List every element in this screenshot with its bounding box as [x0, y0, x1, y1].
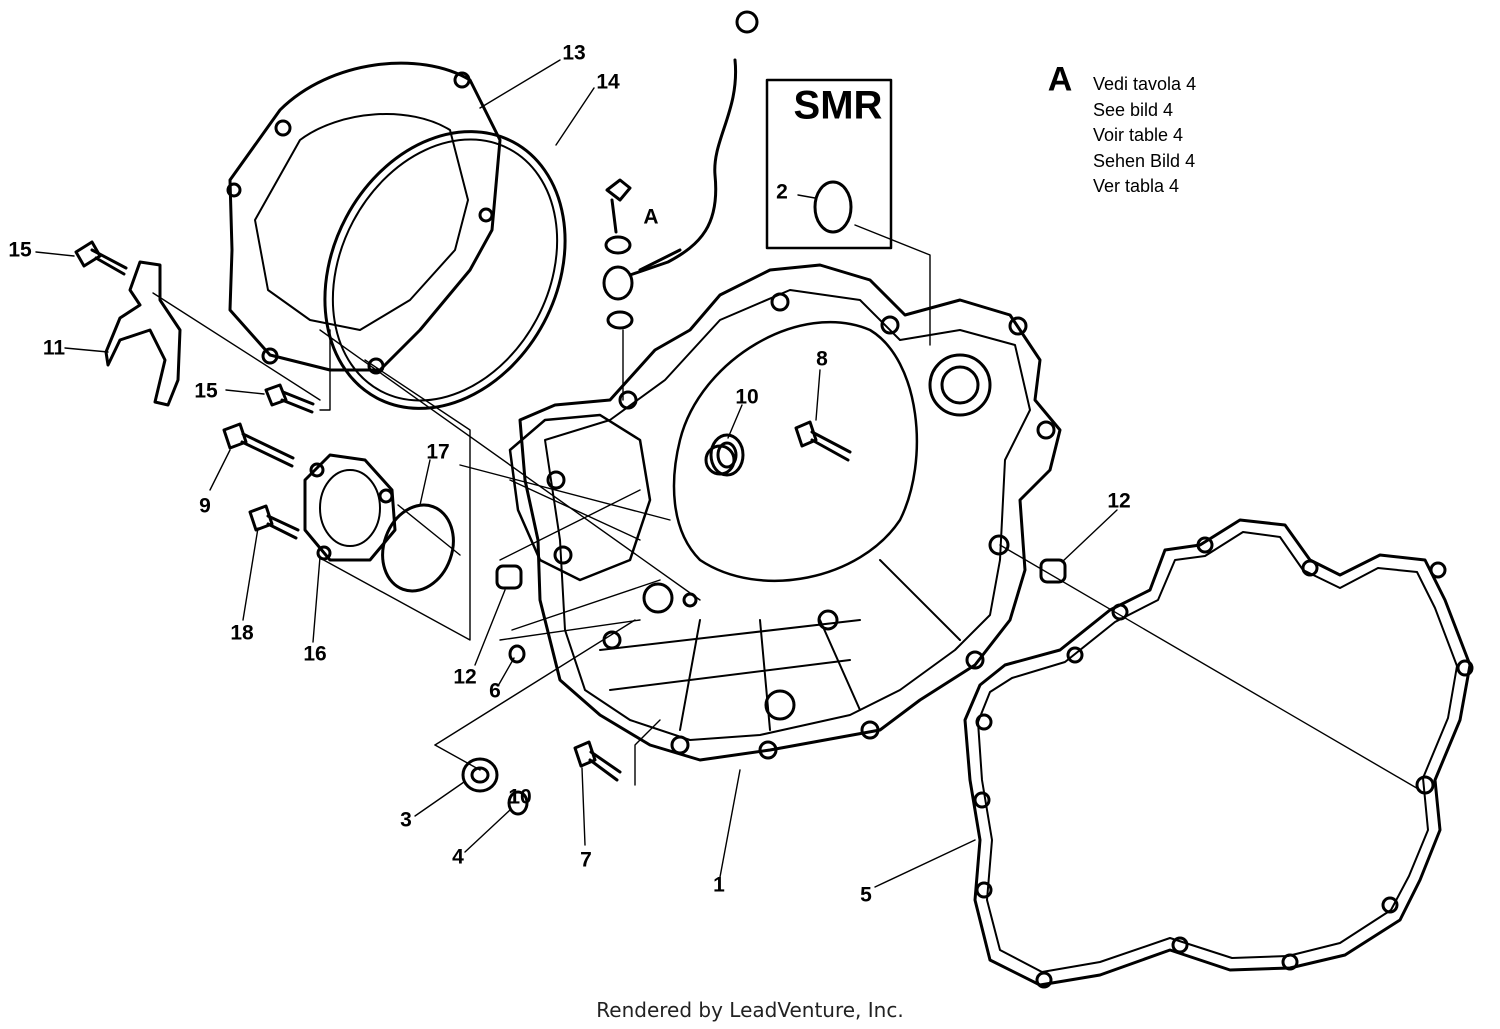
callout-part-15-upper: 15 — [8, 238, 32, 262]
callout-part-14: 14 — [596, 70, 620, 94]
callout-part-12-left: 12 — [453, 665, 477, 689]
callout-part-10-lower: 10 — [508, 785, 532, 809]
callout-part-8: 8 — [816, 347, 828, 371]
smr-box — [765, 78, 893, 250]
smr-title: SMR — [793, 83, 883, 128]
callout-part-4: 4 — [452, 845, 464, 869]
callout-part-17: 17 — [426, 440, 450, 464]
bolt-part-15-upper — [74, 240, 128, 276]
callout-part-A: A — [643, 205, 659, 229]
reference-line-fr: Voir table 4 — [1093, 125, 1184, 145]
pump-cover-part-16 — [303, 453, 397, 562]
seal-part-2 — [813, 180, 853, 234]
reference-letter: A — [1047, 60, 1073, 99]
banjo-fitting-A — [602, 10, 759, 330]
crankcase-cover-part-1 — [508, 263, 1062, 762]
callout-part-6: 6 — [489, 679, 501, 703]
seal-part-10 — [709, 433, 745, 477]
gasket-part-5 — [963, 518, 1474, 989]
callout-part-7: 7 — [580, 848, 592, 872]
callout-part-11: 11 — [42, 336, 66, 360]
dowel-part-12-right — [1039, 558, 1067, 584]
reference-line-en: See bild 4 — [1093, 99, 1174, 120]
render-credit: Rendered by LeadVenture, Inc. — [596, 998, 904, 1022]
callout-part-12-right: 12 — [1107, 489, 1131, 513]
washer-part-4 — [507, 790, 529, 816]
bolt-part-15-lower — [264, 383, 315, 414]
callout-part-1: 1 — [713, 873, 725, 897]
reference-line-de: Sehen Bild 4 — [1093, 150, 1196, 171]
callout-part-10: 10 — [735, 385, 759, 409]
washer-part-6 — [508, 644, 526, 664]
o-ring-part-17 — [381, 503, 455, 593]
callout-part-3: 3 — [400, 808, 412, 832]
reference-line-it: Vedi tavola 4 — [1093, 74, 1197, 94]
callout-part-16: 16 — [303, 642, 327, 666]
callout-part-18: 18 — [230, 621, 254, 645]
callout-part-5: 5 — [860, 883, 872, 907]
o-ring-part-14 — [323, 130, 567, 410]
dowel-part-12-left — [495, 564, 523, 590]
bracket-part-11 — [104, 260, 182, 407]
bolt-part-8 — [794, 420, 852, 462]
seal-part-3 — [461, 757, 499, 793]
leader-lines — [35, 59, 1421, 888]
callout-part-2: 2 — [776, 180, 788, 204]
clutch-cover-part-13 — [226, 61, 502, 375]
callout-part-13: 13 — [562, 41, 586, 65]
callout-part-9: 9 — [199, 494, 211, 518]
reference-line-es: Ver tabla 4 — [1093, 176, 1180, 196]
bolt-part-18 — [248, 504, 300, 540]
bolt-part-7 — [573, 740, 622, 782]
bolt-part-9 — [222, 422, 295, 468]
callout-part-15-lower: 15 — [194, 379, 218, 403]
reference-note: Vedi tavola 4 See bild 4 Voir table 4 Se… — [1093, 72, 1196, 200]
